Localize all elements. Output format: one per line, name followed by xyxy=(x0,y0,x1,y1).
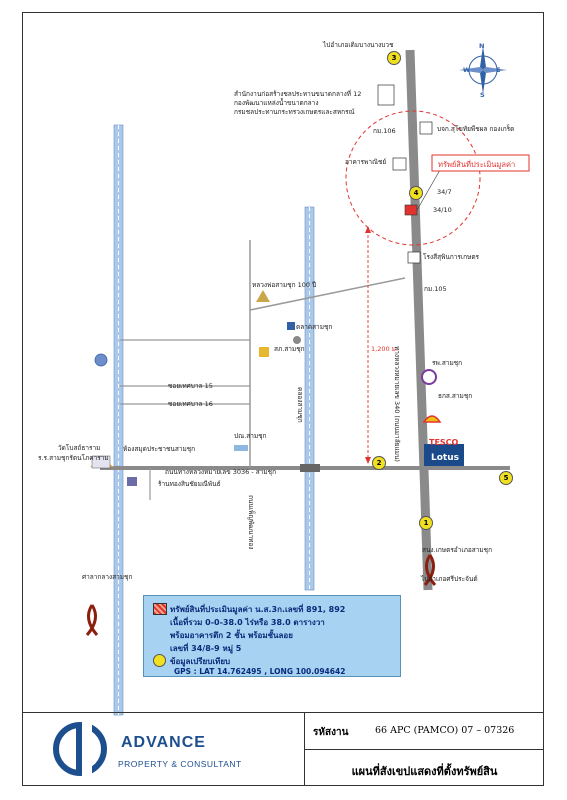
legend-line1: ทรัพย์สินที่ประเมินมูลค่า น.ส.3ก.เลขที่ … xyxy=(170,605,346,614)
bank-icon xyxy=(127,477,137,486)
school-icon xyxy=(91,455,111,469)
comparable-marker-5: 5 xyxy=(499,471,513,485)
legend-line3: พร้อมอาคารตึก 2 ชั้น พร้อมชั้นลอย xyxy=(170,631,293,640)
post-office-icon xyxy=(234,445,248,451)
museum-label: ห้องสมุดประชาชนสามชุก xyxy=(123,445,196,453)
legend-line4: เลขที่ 34/8-9 หมู่ 5 xyxy=(170,644,242,653)
shop-label: ร้านทองสินชัยมณีพันธ์ xyxy=(158,480,221,488)
km105-label: กม.105 xyxy=(424,285,447,293)
hall-label: ศาลากลางสามชุก xyxy=(82,573,133,581)
code-row: รหัสงาน 66 APC (PAMCO) 07 – 07326 xyxy=(305,713,544,750)
police-station-icon xyxy=(293,336,301,344)
market-icon xyxy=(259,347,269,357)
rice-mill-label: โรงสีสุพินการเกษตร xyxy=(423,253,480,261)
subject-label-box xyxy=(431,154,530,172)
comparable-marker-4: 4 xyxy=(409,186,423,200)
tesco-logo xyxy=(424,444,464,466)
local-road-15: ซอยเทศบาล 15 xyxy=(168,382,213,390)
hospital-icon xyxy=(94,353,108,367)
bridge xyxy=(300,464,320,472)
shell-icon xyxy=(422,415,442,423)
code-label: รหัสงาน xyxy=(313,727,349,738)
hospital-label: รพ.สามชุก xyxy=(432,359,463,367)
wat-label: วัดโบสถ์ธาราม xyxy=(58,444,101,452)
distance-label: 1,200 ม. xyxy=(371,345,399,353)
subject-property-marker xyxy=(404,204,418,216)
comparable-marker-1: 1 xyxy=(419,516,433,530)
subject-label: ทรัพย์สินที่ประเมินมูลค่า xyxy=(438,160,516,169)
canal-label: คลองสามชุก xyxy=(296,387,304,423)
footer-logo-area xyxy=(22,712,304,786)
office-line1: สำนักงานก่อสร้างชลประทานขนาดกลางที่ 12 xyxy=(234,90,362,98)
legend-subject-swatch xyxy=(153,603,167,615)
km106-label: กม.106 xyxy=(373,127,396,135)
company-label: บจก.สุโขทัยพืชผล กองเกร็ด xyxy=(437,125,515,133)
compass-e: E xyxy=(496,66,501,74)
hwy-3036-label: ถนนทางหลวงหมายเลข 3036 - สามชุก xyxy=(165,468,277,476)
garuda-icon-left xyxy=(85,604,99,636)
brand-name: ADVANCE xyxy=(121,734,206,751)
office-line2: กองพัฒนาแหล่งน้ำขนาดกลาง xyxy=(234,99,319,107)
school-label: ร.ร.สามชุกรัตนโภคาราม xyxy=(38,454,109,462)
commercial-label: อาคารพาณิชย์ xyxy=(345,158,387,166)
radius-circle xyxy=(345,110,481,246)
temple-icon-top xyxy=(256,290,270,302)
comparable-marker-2: 2 xyxy=(372,456,386,470)
garuda-icon-right xyxy=(423,554,437,586)
office-line3: กรมชลประทานกระทรวงเกษตรและสหกรณ์ xyxy=(234,108,355,116)
house-3410: 34/10 xyxy=(433,206,452,214)
map-frame xyxy=(22,12,544,786)
local-road-left-label: ถนนเพ็ญพัฒนาทอง xyxy=(247,495,255,550)
local-road-16: ซอยเทศบาล 16 xyxy=(168,400,213,408)
legend-box: ทรัพย์สินที่ประเมินมูลค่า น.ส.3ก.เลขที่ … xyxy=(143,595,401,677)
temple2-label: สนง.เกษตรอำเภอสามชุก xyxy=(422,546,493,554)
post-office-label: ปณ.สามชุก xyxy=(234,432,267,440)
compass-n: N xyxy=(479,42,485,50)
legend-line2: เนื้อที่รวม 0-0-38.0 ไร่หรือ 38.0 ตารางว… xyxy=(170,618,325,627)
compass-rose xyxy=(459,46,507,94)
comparable-marker-3: 3 xyxy=(387,51,401,65)
bottom-destination: ไปอำเภอศรีประจันต์ xyxy=(421,575,478,583)
legend-line5: ข้อมูลเปรียบเทียบ xyxy=(170,657,231,666)
title-row: แผนที่สังเขปแสดงที่ตั้งทรัพย์สิน xyxy=(305,750,544,787)
footer-info: รหัสงาน 66 APC (PAMCO) 07 – 07326 แผนที่… xyxy=(304,712,544,786)
bank-label: ธกส.สามชุก xyxy=(438,392,473,400)
compass-w: W xyxy=(463,66,471,74)
market-label: ตลาดสามชุก xyxy=(296,323,333,331)
highway-340 xyxy=(405,49,433,591)
legend-gps: GPS : LAT 14.762495 , LONG 100.094642 xyxy=(174,667,346,676)
advance-logo-icon xyxy=(53,719,107,779)
compass-s: S xyxy=(480,91,485,99)
rama-label: หลวงพ่อสามชุก 100 ปี xyxy=(252,281,317,289)
hwy-340-label: ทางหลวงหมายเลข 340 (ถนนมาลัยแมน) xyxy=(393,346,401,462)
top-destination: ไปอำเภอเดิมบางนางบวช xyxy=(323,41,394,49)
tesco-top: TESCO xyxy=(429,438,459,447)
brand-subtitle: PROPERTY & CONSULTANT xyxy=(118,759,242,769)
tesco-bottom: Lotus xyxy=(431,453,459,463)
police-label: สภ.สามชุก xyxy=(274,345,305,353)
house-347: 34/7 xyxy=(437,188,452,196)
code-value: 66 APC (PAMCO) 07 – 07326 xyxy=(375,725,515,736)
police-icon xyxy=(421,369,437,385)
road-diag xyxy=(249,277,406,311)
map-title: แผนที่สังเขปแสดงที่ตั้งทรัพย์สิน xyxy=(351,765,498,778)
shrine-icon xyxy=(287,322,295,330)
legend-comparable-swatch xyxy=(153,654,166,667)
